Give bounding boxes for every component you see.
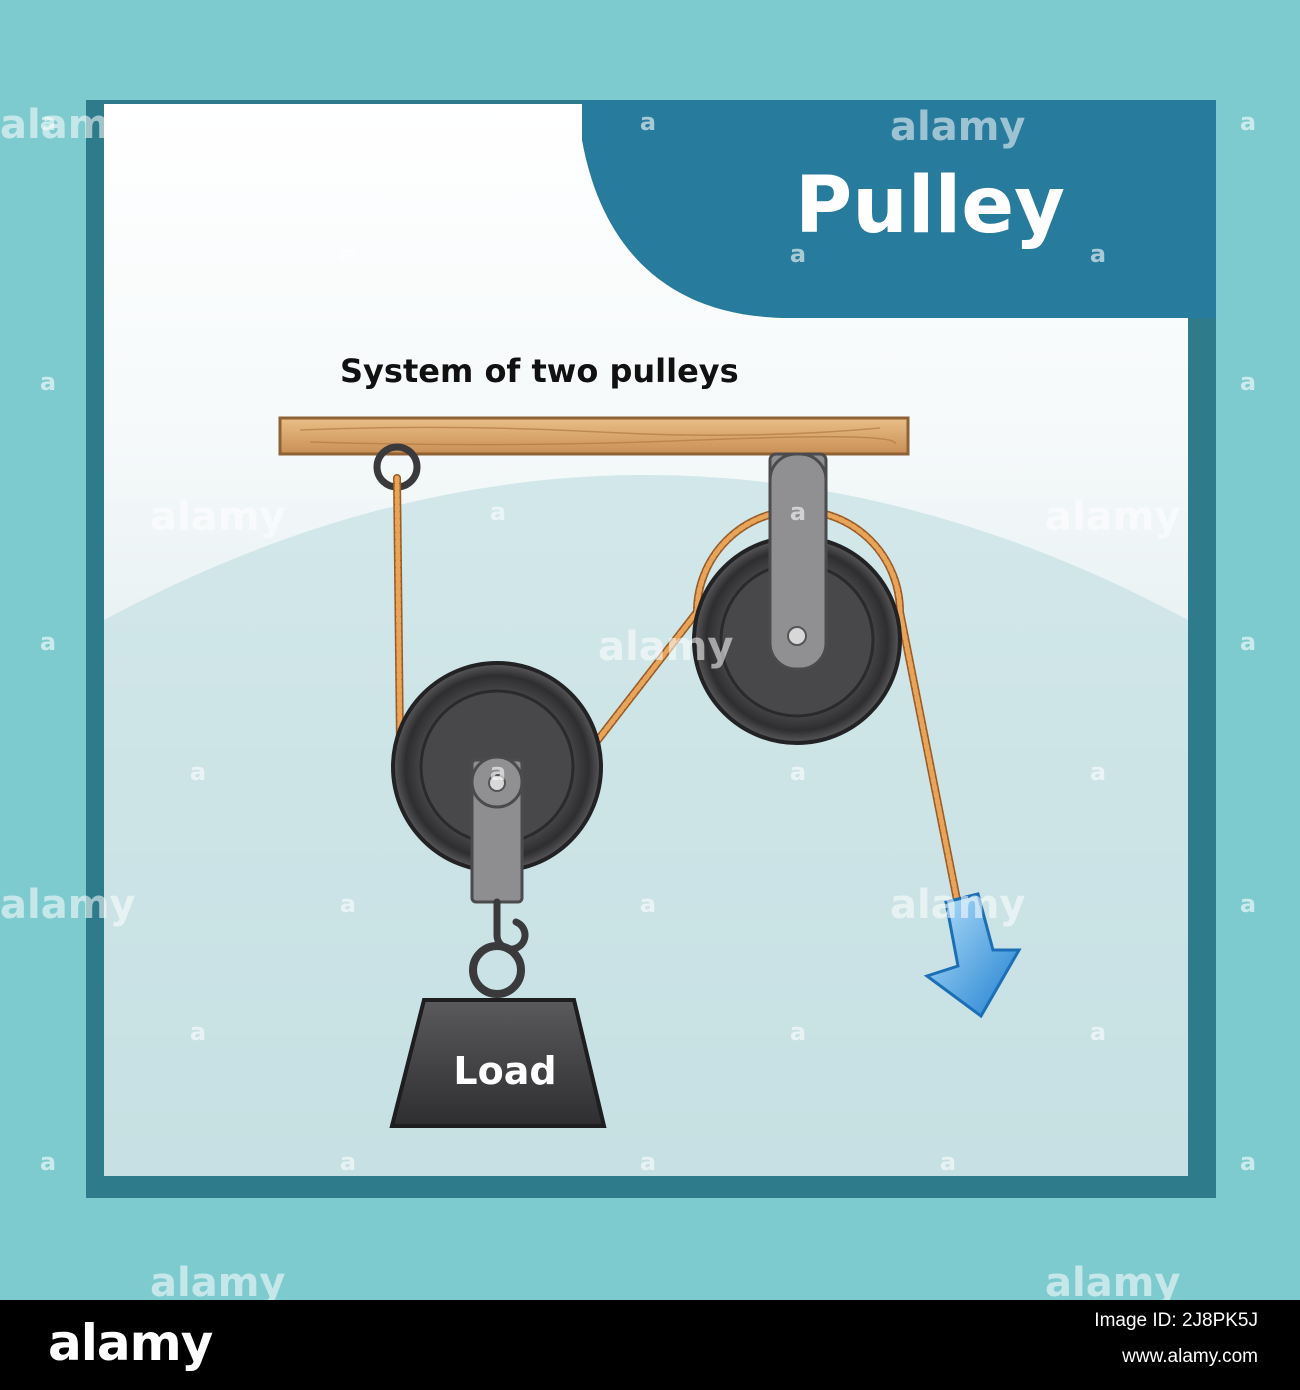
movable-pulley	[391, 661, 603, 904]
svg-text:a: a	[40, 108, 56, 136]
load-label: Load	[453, 1049, 556, 1093]
watermark-text: alamy	[598, 624, 733, 670]
svg-text:a: a	[640, 108, 656, 136]
svg-text:a: a	[1240, 1148, 1256, 1176]
background-arc	[104, 475, 1188, 1176]
watermark-text: alamy	[890, 882, 1025, 928]
svg-text:a: a	[1090, 1018, 1106, 1046]
wooden-beam	[278, 416, 910, 456]
page-title: Pulley	[795, 161, 1065, 251]
pull-direction-arrow-icon	[923, 892, 1022, 1019]
svg-text:a: a	[790, 1018, 806, 1046]
svg-text:a: a	[1240, 890, 1256, 918]
svg-text:a: a	[640, 1148, 656, 1176]
svg-text:a: a	[340, 240, 356, 268]
diagram-subtitle: System of two pulleys	[340, 352, 739, 390]
svg-text:a: a	[40, 1148, 56, 1176]
fixed-pulley	[692, 452, 902, 745]
watermark-text: alamy	[150, 1260, 285, 1306]
hook	[493, 898, 529, 953]
svg-text:a: a	[1090, 758, 1106, 786]
watermark-text: alamy	[0, 102, 135, 148]
watermark-text: alamy	[1045, 1260, 1180, 1306]
watermark-text: alamy	[150, 494, 285, 540]
svg-text:a: a	[640, 890, 656, 918]
svg-text:a: a	[1090, 240, 1106, 268]
svg-text:a: a	[490, 758, 506, 786]
svg-text:a: a	[1240, 628, 1256, 656]
svg-text:a: a	[790, 758, 806, 786]
watermark-marks: a a a a a a a a a a a a a a a a a a a a …	[40, 108, 1256, 1176]
footer-bar: alamy Image ID: 2J8PK5J www.alamy.com	[0, 1300, 1300, 1390]
watermark-text: alamy	[1045, 494, 1180, 540]
watermark-text: alamy	[0, 882, 135, 928]
svg-text:a: a	[490, 498, 506, 526]
watermark-text: alamy	[890, 104, 1025, 150]
svg-text:a: a	[790, 240, 806, 268]
load-weight	[389, 998, 607, 1128]
svg-text:a: a	[340, 890, 356, 918]
image-id-label: Image ID: 2J8PK5J	[1094, 1310, 1258, 1331]
title-banner	[582, 100, 1216, 318]
svg-text:a: a	[40, 628, 56, 656]
svg-text:a: a	[190, 758, 206, 786]
svg-text:a: a	[1240, 368, 1256, 396]
footer-url: www.alamy.com	[1122, 1346, 1258, 1367]
svg-text:a: a	[790, 498, 806, 526]
watermark-group: alamy alamy alamy alamy alamy alamy alam…	[0, 102, 1180, 1306]
svg-text:a: a	[340, 1148, 356, 1176]
svg-text:a: a	[190, 1018, 206, 1046]
footer-logo: alamy	[48, 1314, 213, 1372]
svg-text:a: a	[40, 368, 56, 396]
svg-text:a: a	[1240, 108, 1256, 136]
svg-text:a: a	[940, 1148, 956, 1176]
load-ring	[469, 942, 525, 998]
